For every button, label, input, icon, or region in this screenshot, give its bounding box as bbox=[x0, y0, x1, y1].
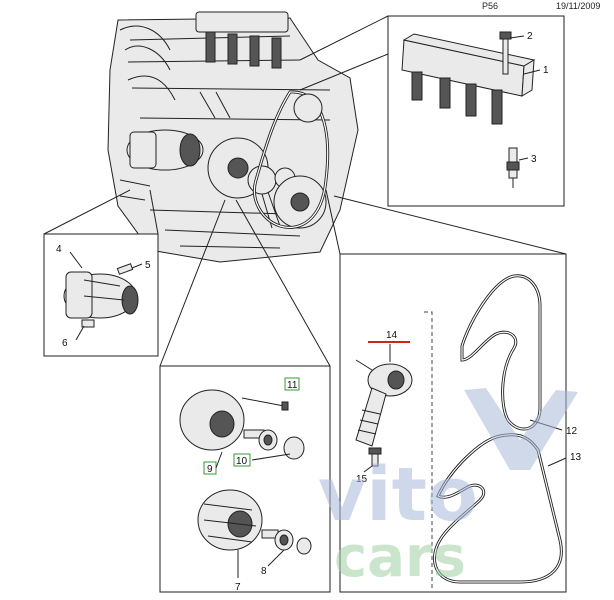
callout-10-badge bbox=[233, 453, 251, 467]
callout-12: 12 bbox=[566, 426, 578, 437]
drive-belt-upper bbox=[460, 274, 542, 431]
leader-line bbox=[43, 189, 131, 235]
leader-line bbox=[235, 199, 331, 367]
leader-line bbox=[159, 199, 226, 367]
callout-7: 7 bbox=[235, 582, 241, 593]
starter-bolt bbox=[116, 263, 134, 275]
alternator-panel bbox=[159, 365, 331, 593]
callout-1: 1 bbox=[543, 65, 549, 76]
callout-4: 4 bbox=[56, 244, 62, 255]
alternator-bolt bbox=[241, 397, 289, 411]
belt-tensioner bbox=[355, 359, 413, 447]
vitocars-watermark-logo: vito cars bbox=[318, 388, 578, 590]
leader-line bbox=[325, 189, 341, 255]
page-code: P56 bbox=[482, 1, 498, 11]
callout-6: 6 bbox=[62, 338, 68, 349]
callout-15: 15 bbox=[356, 474, 368, 485]
callout-5: 5 bbox=[145, 260, 151, 271]
starter-nut bbox=[81, 319, 95, 328]
starter-motor bbox=[63, 271, 139, 319]
callout-10: 10 bbox=[236, 456, 248, 467]
watermark-line-2: cars bbox=[334, 525, 466, 590]
callout-8: 8 bbox=[261, 566, 267, 577]
tensioner-bolt bbox=[368, 447, 382, 467]
callout-3: 3 bbox=[531, 154, 537, 165]
callout-13: 13 bbox=[570, 452, 582, 463]
coil-bolt bbox=[499, 31, 512, 75]
ignition-coil-pack bbox=[401, 33, 536, 125]
leader-line bbox=[299, 15, 389, 61]
dashed-separator bbox=[424, 311, 433, 590]
callout-11: 11 bbox=[287, 380, 298, 391]
alternator-upper bbox=[179, 389, 305, 460]
leader-line bbox=[299, 53, 389, 91]
alternator-lower bbox=[197, 489, 312, 555]
leader-line bbox=[333, 195, 567, 255]
spark-plug bbox=[506, 147, 520, 188]
print-date: 19/11/2009 bbox=[556, 1, 600, 11]
callout-14: 14 bbox=[386, 330, 398, 341]
callout-9: 9 bbox=[207, 464, 213, 475]
watermark-line-1: vito bbox=[318, 452, 478, 538]
engine-block-illustration bbox=[107, 11, 359, 263]
callout-11-badge bbox=[284, 377, 300, 391]
leader-line bbox=[149, 189, 159, 235]
callout-2: 2 bbox=[527, 31, 533, 42]
